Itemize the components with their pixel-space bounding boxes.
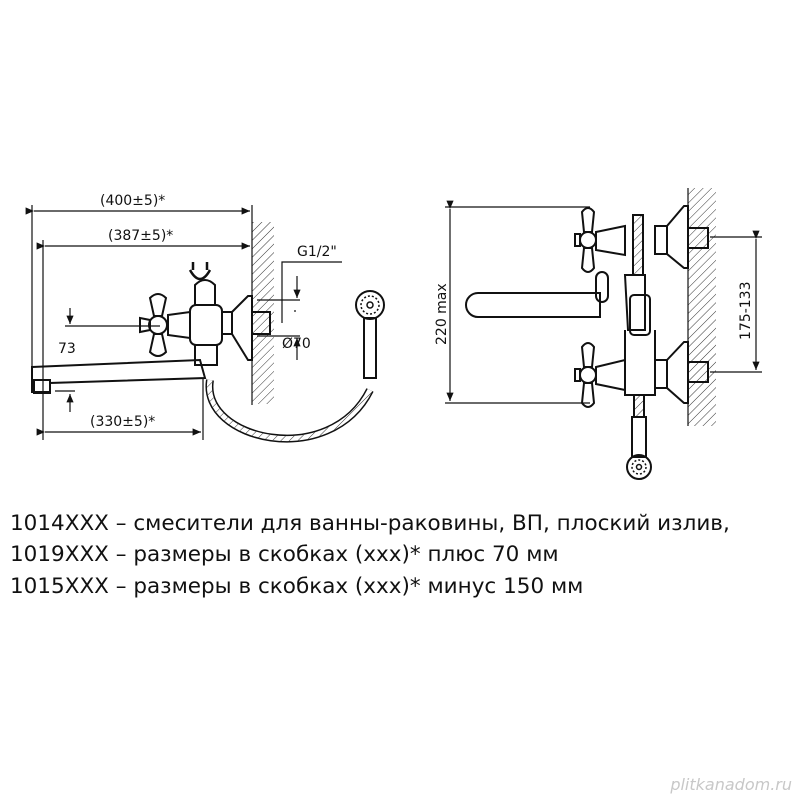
dim-thread: G1/2" <box>297 244 337 260</box>
note-line-1: 1014XXX – смесители для ванны-раковины, … <box>10 511 730 536</box>
dim-overall-length: (400±5)* <box>100 193 165 209</box>
dim-spout-length: (330±5)* <box>90 414 155 430</box>
dim-height: 73 <box>58 341 76 357</box>
dim-height-max: 220 max <box>434 283 450 345</box>
watermark: plitkanadom.ru <box>670 775 792 794</box>
note-line-2: 1019XXX – размеры в скобках (ххх)* плюс … <box>10 542 559 567</box>
dim-flange-diameter: Ø70 <box>282 336 311 352</box>
dim-wall-to-spout: (387±5)* <box>108 228 173 244</box>
dim-center-distance: 175-133 <box>738 282 754 341</box>
side-view <box>25 205 385 443</box>
note-line-3: 1015XXX – размеры в скобках (ххх)* минус… <box>10 574 584 599</box>
wall-hatch <box>688 188 716 426</box>
front-view <box>445 188 762 480</box>
